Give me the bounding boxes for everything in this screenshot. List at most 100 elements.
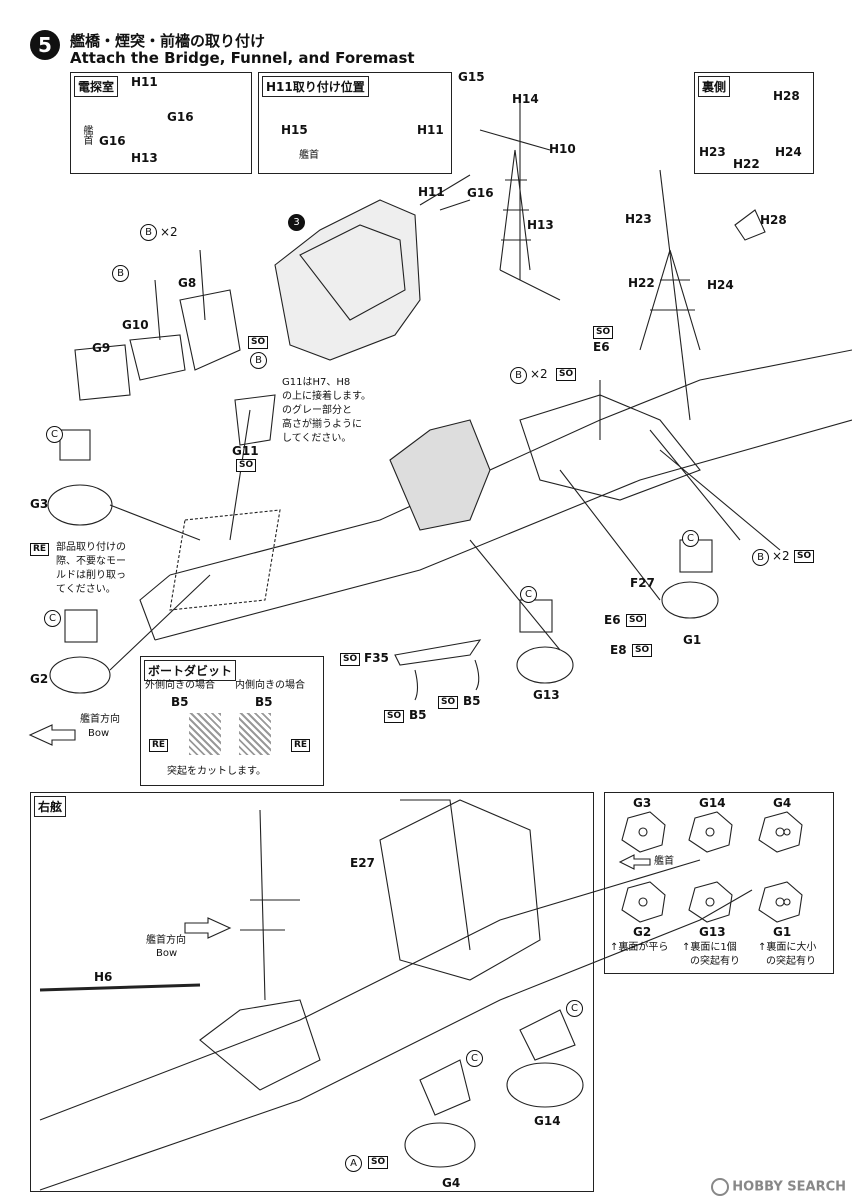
step-number: 5 <box>30 30 60 60</box>
note-line: てください。 <box>56 584 116 595</box>
part-label: G16 <box>467 186 494 200</box>
part-label: E8 <box>610 643 627 657</box>
part-label: H11 <box>418 185 445 199</box>
base-note: の突起有り <box>766 956 816 967</box>
part-label: B5 <box>409 708 427 722</box>
base-label: G14 <box>699 796 726 810</box>
circle-a: A <box>345 1155 362 1172</box>
watermark-text: HOBBY SEARCH <box>732 1179 846 1195</box>
part-label: B5 <box>463 694 481 708</box>
part-label: G9 <box>92 341 111 355</box>
note-line: G11はH7、H8 <box>282 377 351 388</box>
part-label: G13 <box>533 688 560 702</box>
watermark: HOBBY SEARCH <box>711 1178 846 1196</box>
part-label: F35 <box>364 651 389 665</box>
re-tag: RE <box>291 739 311 752</box>
part-label: G10 <box>122 318 149 332</box>
so-tag: SO <box>556 368 577 381</box>
circle-b: B <box>112 265 129 282</box>
circle-b: B <box>250 352 267 369</box>
circle-c: C <box>566 1000 583 1017</box>
base-label: G4 <box>773 796 792 810</box>
label-h23: H23 <box>699 145 726 159</box>
times-two: ×2 <box>772 549 790 563</box>
part-label: G1 <box>683 633 702 647</box>
boat-davit-title: ボートダビット <box>144 660 237 681</box>
base-label: G13 <box>699 925 726 939</box>
circle-c: C <box>682 530 699 547</box>
inset-h11-title: H11取り付け位置 <box>262 76 369 97</box>
label-g16b: G16 <box>99 134 126 148</box>
circle-c: C <box>466 1050 483 1067</box>
part-label: H13 <box>527 218 554 232</box>
part-label: G14 <box>534 1114 561 1128</box>
davit-note: 突起をカットします。 <box>167 766 266 777</box>
note-line: 高さが揃うように <box>282 419 362 430</box>
inset-radar-room: 電探室 H11 G16 G16 H13 艦首 <box>70 72 252 174</box>
part-label: F27 <box>630 576 655 590</box>
inset-h11-position: H11取り付け位置 H15 H11 艦首 <box>258 72 452 174</box>
circle-step-three: 3 <box>288 214 305 231</box>
circle-b: B <box>752 549 769 566</box>
label-h11: H11 <box>417 123 444 137</box>
part-label: E6 <box>593 340 610 354</box>
label-h24: H24 <box>775 145 802 159</box>
bow-label: 艦首 <box>299 150 319 161</box>
so-tag: SO <box>593 326 614 339</box>
bow-direction-en: Bow <box>156 948 178 959</box>
part-b5: B5 <box>255 695 273 709</box>
note-line: してください。 <box>282 433 352 444</box>
base-note: ↑裏面に大小 <box>758 942 817 953</box>
circle-c: C <box>46 426 63 443</box>
part-b5: B5 <box>171 695 189 709</box>
label-h13: H13 <box>131 151 158 165</box>
re-tag: RE <box>149 739 169 752</box>
re-tag: RE <box>30 543 50 556</box>
note-line: のグレー部分と <box>282 405 352 416</box>
note-g11: G11はH7、H8 の上に接着します。 のグレー部分と 高さが揃うように してく… <box>282 376 371 446</box>
bow-direction-jp: 艦首方向 <box>146 935 186 946</box>
note-re: 部品取り付けの 際、不要なモー ルドは削り取っ てください。 <box>56 541 126 597</box>
label-h22: H22 <box>733 157 760 171</box>
so-tag: SO <box>384 710 405 723</box>
boat-davit-box: ボートダビット 外側向きの場合 内側向きの場合 B5 B5 RE RE 突起をカ… <box>140 656 324 786</box>
part-label: H14 <box>512 92 539 106</box>
part-label: H6 <box>94 970 113 984</box>
base-note: の突起有り <box>690 956 740 967</box>
part-label: H10 <box>549 142 576 156</box>
starboard-view-box: 右舷 <box>30 792 594 1192</box>
outward-label: 外側向きの場合 <box>145 680 215 691</box>
part-label: E6 <box>604 613 621 627</box>
note-line: ルドは削り取っ <box>56 570 126 581</box>
starboard-title: 右舷 <box>34 796 67 817</box>
note-line: 際、不要なモー <box>56 556 126 567</box>
label-h28: H28 <box>773 89 800 103</box>
part-label: G8 <box>178 276 197 290</box>
base-label: G1 <box>773 925 792 939</box>
bow-direction-jp: 艦首方向 <box>80 714 120 725</box>
times-two: ×2 <box>530 367 548 381</box>
label-g16: G16 <box>167 110 194 124</box>
part-label: H28 <box>760 213 787 227</box>
circle-c: C <box>44 610 61 627</box>
base-label: G3 <box>633 796 652 810</box>
circle-c: C <box>520 586 537 603</box>
part-label: G11 <box>232 444 259 458</box>
note-line: 部品取り付けの <box>56 542 126 553</box>
so-tag: SO <box>236 459 257 472</box>
davit-hatch <box>239 713 271 755</box>
part-label: H22 <box>628 276 655 290</box>
inset-back-title: 裏側 <box>698 76 731 97</box>
so-tag: SO <box>626 614 647 627</box>
so-tag: SO <box>438 696 459 709</box>
watermark-logo-icon <box>711 1178 730 1196</box>
step-title-en: Attach the Bridge, Funnel, and Foremast <box>70 49 415 67</box>
inset-back-side: 裏側 H28 H23 H22 H24 <box>694 72 814 174</box>
base-table <box>604 792 834 974</box>
label-h11: H11 <box>131 75 158 89</box>
base-label: G2 <box>633 925 652 939</box>
bow-label: 艦首 <box>654 856 674 867</box>
bow-label: 艦首 <box>81 125 92 145</box>
part-label: E27 <box>350 856 375 870</box>
